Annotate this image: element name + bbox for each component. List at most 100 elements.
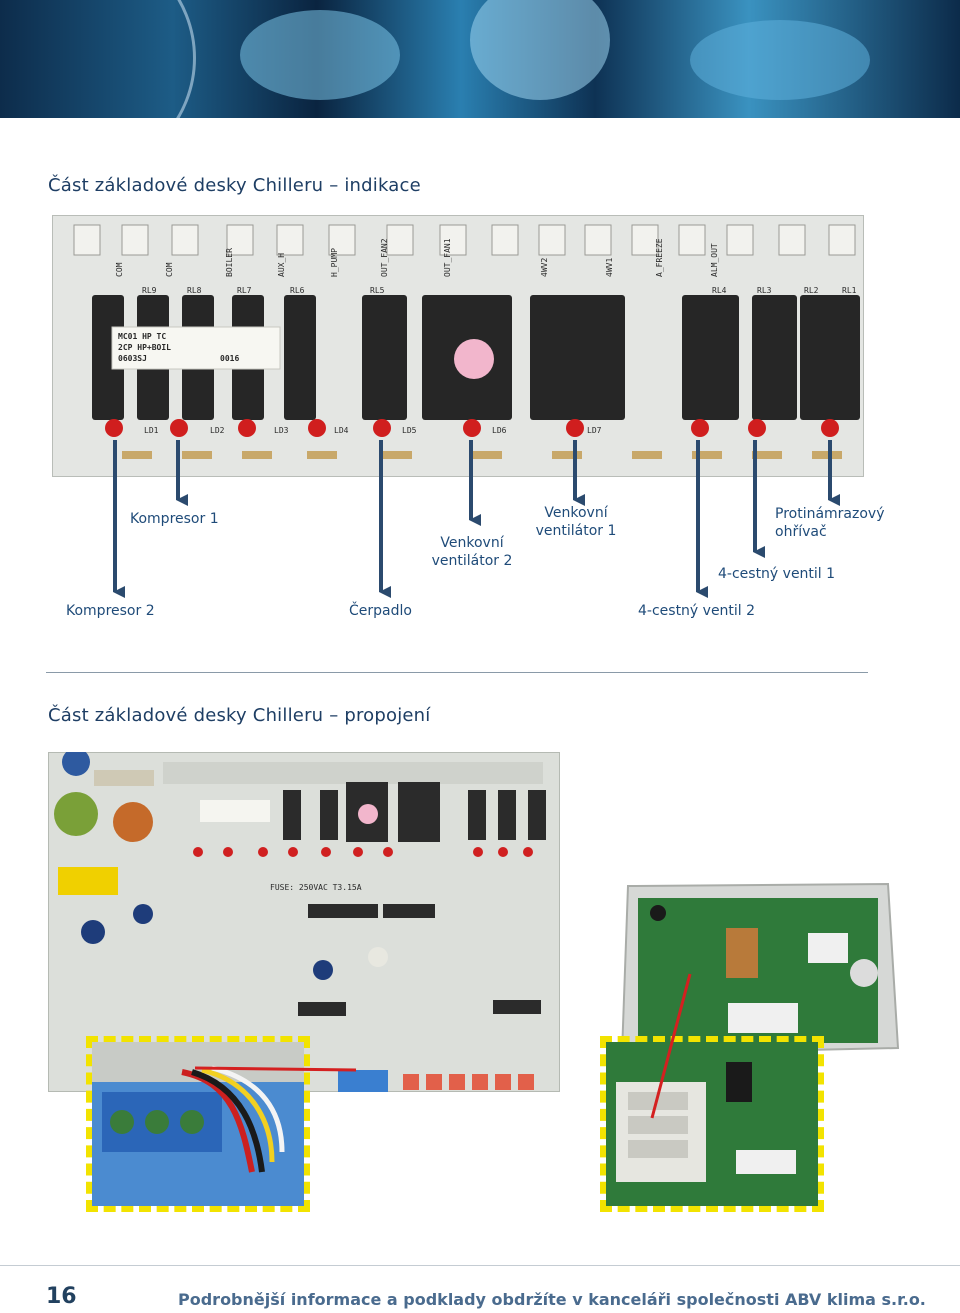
mainboard-full-illustration: FUSE: 250VAC T3.15A <box>48 752 560 1092</box>
relay-label: RL7 <box>237 286 252 295</box>
connector-label: OUT_FAN2 <box>380 238 389 277</box>
led-indicator <box>463 419 481 437</box>
connector-block <box>491 224 519 256</box>
connector-label: 4WV2 <box>540 258 549 277</box>
sticker-line-1: MC01 HP TC <box>118 332 166 341</box>
controller-illustration <box>620 882 900 1056</box>
connector-block <box>726 224 754 256</box>
connector-label: COM <box>165 262 174 277</box>
connector-block <box>584 224 612 256</box>
terminal-detail-photo <box>86 1036 310 1212</box>
relay <box>800 295 860 420</box>
relay <box>284 295 316 420</box>
globe-graphic <box>0 0 196 118</box>
relay <box>752 295 797 420</box>
pink-dot-marker <box>454 339 494 379</box>
connector-block <box>171 224 199 256</box>
connector-block <box>328 224 356 256</box>
terminal-detail-illustration <box>92 1042 304 1206</box>
led-label: LD5 <box>402 426 417 435</box>
connector-label: H_PUMP <box>330 248 339 277</box>
section-divider <box>46 672 868 673</box>
page-number: 16 <box>46 1284 77 1309</box>
controller-detail-photo <box>600 1036 824 1212</box>
connector-label: ALM_OUT <box>710 243 719 277</box>
resistor <box>382 451 412 459</box>
relay <box>682 295 714 420</box>
label-cerpadlo: Čerpadlo <box>349 603 412 619</box>
connector-label: A_FREEZE <box>655 238 664 277</box>
sticker-line-3: 0603SJ <box>118 354 147 363</box>
header-banner-image <box>0 0 960 118</box>
led-label: LD6 <box>492 426 507 435</box>
water-swirl <box>470 0 610 100</box>
led-indicator <box>566 419 584 437</box>
section-title-connection: Část základové desky Chilleru – propojen… <box>48 705 431 726</box>
connector-block <box>678 224 706 256</box>
label-4-cestny-ventil-2: 4-cestný ventil 2 <box>638 603 756 619</box>
led-indicator <box>105 419 123 437</box>
relay-label: RL5 <box>370 286 385 295</box>
led-indicator <box>170 419 188 437</box>
resistor <box>472 451 502 459</box>
indication-arrows <box>113 440 840 598</box>
relay-label: RL1 <box>842 286 857 295</box>
resistor <box>122 451 152 459</box>
section-title-indication: Část základové desky Chilleru – indikace <box>48 175 421 196</box>
connector-block <box>121 224 149 256</box>
connector-label: BOILER <box>225 248 234 277</box>
resistor <box>182 451 212 459</box>
resistor <box>307 451 337 459</box>
led-label: LD4 <box>334 426 349 435</box>
connector-block <box>276 224 304 256</box>
relay <box>92 295 124 420</box>
label-kompresor-2: Kompresor 2 <box>66 603 155 619</box>
connector-label: AUX_H <box>277 253 286 277</box>
connector-label: 4WV1 <box>605 258 614 277</box>
label-kompresor-1: Kompresor 1 <box>130 511 219 527</box>
connector-block <box>386 224 414 256</box>
label-venkovni-ventilator-2: Venkovní ventilátor 2 <box>431 535 513 569</box>
resistor <box>752 451 782 459</box>
led-indicator <box>238 419 256 437</box>
resistor <box>632 451 662 459</box>
resistor <box>552 451 582 459</box>
water-swirl <box>240 10 400 100</box>
label-protimrazovy-ohrivac: Protinámrazový ohřívač <box>775 506 885 540</box>
footer-divider <box>0 1265 960 1266</box>
controller-detail-illustration <box>606 1042 818 1206</box>
resistor <box>242 451 272 459</box>
connector-block <box>778 224 806 256</box>
connector-block <box>73 224 101 256</box>
relay <box>530 295 625 420</box>
led-label: LD7 <box>587 426 602 435</box>
controller-photo <box>618 878 900 1056</box>
relay <box>707 295 739 420</box>
connector-block <box>538 224 566 256</box>
connector-block <box>631 224 659 256</box>
led-label: LD3 <box>274 426 289 435</box>
led-indicator <box>308 419 326 437</box>
fuse-label: FUSE: 250VAC T3.15A <box>270 883 362 892</box>
relay-label: RL9 <box>142 286 157 295</box>
led-indicator <box>691 419 709 437</box>
led-indicator <box>821 419 839 437</box>
relay-label: RL2 <box>804 286 819 295</box>
sticker-line-4: 0016 <box>220 354 239 363</box>
mainboard-full-photo: FUSE: 250VAC T3.15A <box>48 752 560 1092</box>
led-label: LD2 <box>210 426 225 435</box>
relay <box>362 295 407 420</box>
resistor <box>812 451 842 459</box>
relay-label: RL6 <box>290 286 305 295</box>
footer-text: Podrobnější informace a podklady obdržít… <box>178 1290 926 1309</box>
sticker-line-2: 2CP HP+BOIL <box>118 343 171 352</box>
label-venkovni-ventilator-1: Venkovní ventilátor 1 <box>535 505 617 539</box>
resistor <box>692 451 722 459</box>
led-indicator <box>748 419 766 437</box>
relay-label: RL8 <box>187 286 202 295</box>
led-indicator <box>373 419 391 437</box>
connector-block <box>439 224 467 256</box>
connector-label: OUT_FAN1 <box>443 238 452 277</box>
